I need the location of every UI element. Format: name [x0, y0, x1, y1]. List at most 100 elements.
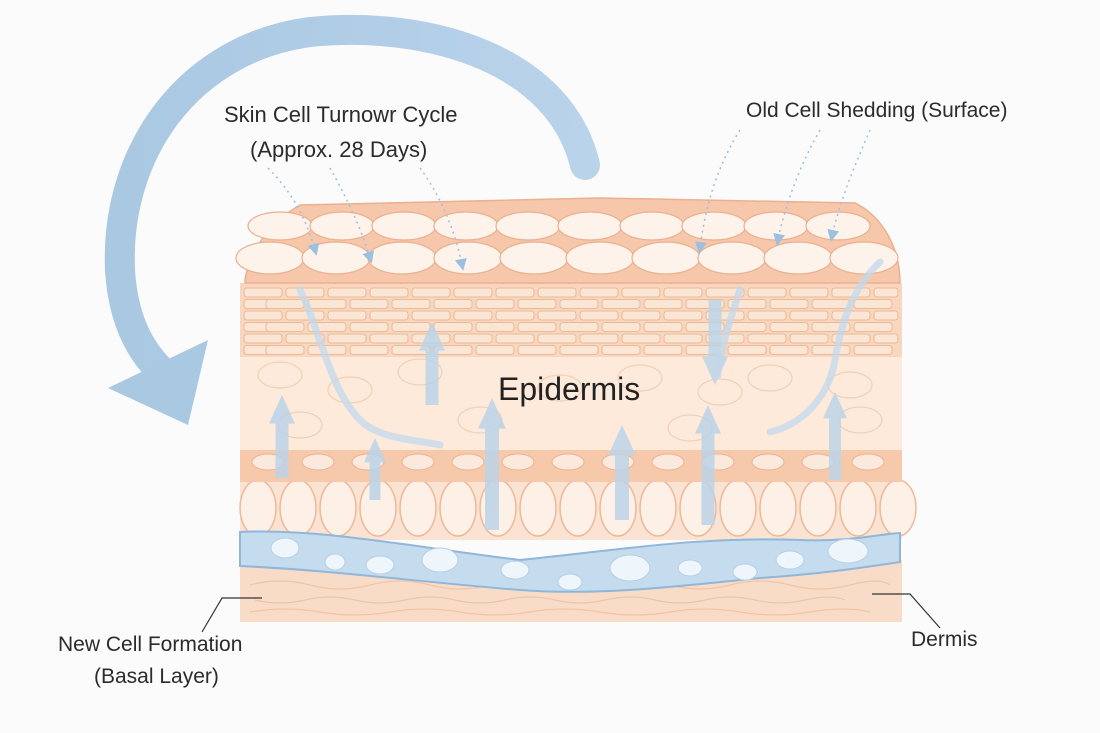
membrane-bubble: [609, 554, 651, 582]
brick-cell: [643, 322, 683, 332]
brick-cell: [327, 310, 367, 321]
surface-cell: [235, 241, 305, 275]
brick-cell: [517, 299, 557, 309]
brick-cell: [433, 322, 473, 332]
brick-cell: [559, 345, 599, 355]
brick-cell: [663, 333, 703, 344]
epidermis-cell: [747, 364, 793, 392]
brick-cell: [243, 310, 283, 321]
granular-cell: [851, 453, 885, 471]
surface-cell: [495, 211, 561, 241]
basal-cell: [439, 479, 477, 537]
brick-cell: [517, 322, 557, 332]
epidermis-cell: [397, 358, 443, 386]
brick-cell: [643, 345, 683, 355]
flow-curves: [296, 258, 884, 449]
granular-cell: [301, 453, 335, 471]
granular-cell: [651, 453, 685, 471]
brick-cell: [433, 299, 473, 309]
basal-cell: [719, 479, 757, 537]
surface-cell: [619, 211, 685, 241]
surface-cell: [743, 211, 809, 241]
brick-cell: [391, 322, 431, 332]
brick-cell: [853, 322, 893, 332]
leader-lines: [201, 593, 941, 633]
brick-cell: [453, 310, 493, 321]
brick-cell: [411, 287, 451, 298]
surface-cell: [557, 211, 623, 241]
membrane-bubble: [677, 559, 703, 577]
basal-cell: [519, 479, 557, 537]
basal-title-label: New Cell Formation: [58, 633, 243, 656]
basal-cell: [639, 479, 677, 537]
surface-cell: [433, 211, 499, 241]
brick-cell: [705, 287, 745, 298]
brick-cell: [411, 310, 451, 321]
brick-cell: [811, 299, 851, 309]
brick-cell: [475, 322, 515, 332]
surface-cell: [309, 211, 375, 241]
brick-cell: [789, 333, 829, 344]
brick-cell: [579, 310, 619, 321]
brick-cell: [873, 310, 899, 321]
brick-cell: [559, 299, 599, 309]
brick-cell: [243, 333, 283, 344]
brick-cell: [789, 287, 829, 298]
epidermis-cell: [697, 378, 743, 406]
brick-cell: [349, 299, 389, 309]
brick-cell: [601, 345, 641, 355]
brick-cell: [643, 299, 683, 309]
brick-cell: [853, 299, 893, 309]
brick-cell: [285, 310, 325, 321]
epidermis-cell: [617, 364, 663, 392]
brick-cell: [475, 345, 515, 355]
basal-cell: [279, 479, 317, 537]
granular-cell: [751, 453, 785, 471]
basal-cell: [239, 479, 277, 537]
brick-cell: [537, 333, 577, 344]
surface-cell: [247, 211, 313, 241]
membrane-bubble: [500, 560, 530, 580]
membrane-bubble: [557, 573, 583, 591]
spinous-brick-layer: [240, 283, 902, 357]
brick-cell: [621, 287, 661, 298]
basal-cell: [319, 479, 357, 537]
brick-cell: [327, 333, 367, 344]
pointer-lines: [267, 129, 871, 271]
surface-shedding-label: Old Cell Shedding (Surface): [746, 99, 1008, 122]
surface-cell: [631, 241, 701, 275]
brick-cell: [265, 299, 305, 309]
brick-cell: [475, 299, 515, 309]
brick-cell: [747, 333, 787, 344]
brick-cell: [579, 287, 619, 298]
membrane-bubble: [270, 537, 300, 559]
up-arrow: [269, 395, 295, 478]
epidermis-cell: [257, 361, 303, 389]
brick-cell: [601, 299, 641, 309]
brick-cell: [495, 287, 535, 298]
brick-cell: [265, 345, 305, 355]
membrane-bubble: [365, 555, 395, 575]
surface-cell: [805, 211, 871, 241]
brick-cell: [495, 310, 535, 321]
surface-cell: [433, 241, 503, 275]
membrane-bubble: [421, 547, 459, 573]
basal-membrane: [239, 530, 901, 593]
cycle-arrow: [104, 14, 600, 425]
membrane-bubble: [775, 550, 805, 570]
brick-cell: [537, 310, 577, 321]
brick-cell: [873, 287, 899, 298]
up-arrow: [608, 425, 636, 520]
granular-cell: [501, 453, 535, 471]
brick-cell: [621, 333, 661, 344]
up-arrow: [419, 322, 445, 405]
brick-cell: [853, 345, 893, 355]
epidermis-cell: [537, 374, 583, 402]
brick-cell: [727, 322, 767, 332]
brick-cell: [873, 333, 899, 344]
basal-subtitle-label: (Basal Layer): [94, 665, 219, 688]
granular-layer: [240, 448, 902, 482]
up-arrow: [478, 398, 506, 530]
granular-cell: [401, 453, 435, 471]
